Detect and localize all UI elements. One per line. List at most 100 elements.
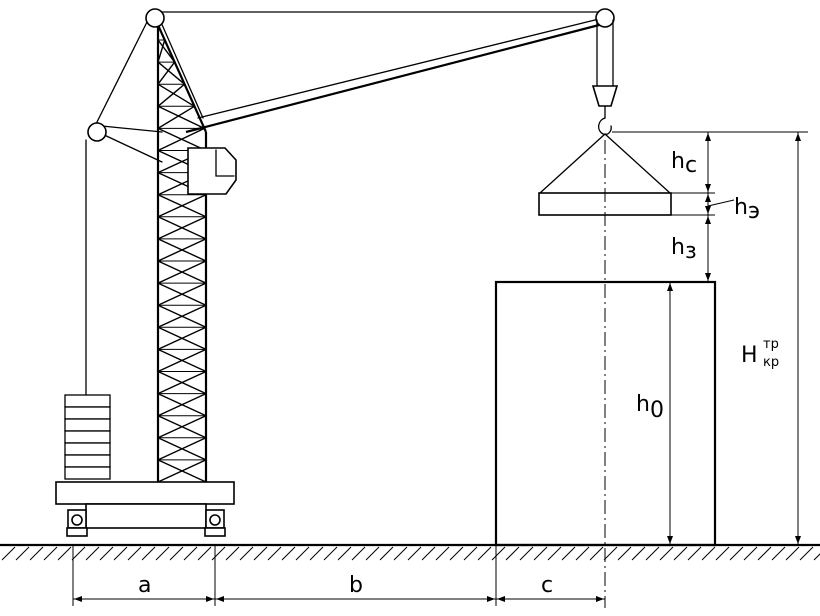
hatch-line (309, 546, 324, 561)
hatch-line (491, 546, 506, 561)
lattice-diagonal (157, 370, 207, 395)
label-hc-base: h (671, 149, 685, 174)
vertical-dimensions (612, 131, 808, 545)
hatch-line (799, 546, 814, 561)
counter-rope-link (99, 132, 163, 163)
lattice-diagonal (157, 238, 207, 262)
label-a: a (138, 573, 151, 598)
hatch-line (477, 546, 492, 561)
hook-assembly (591, 8, 619, 136)
arrowhead (667, 536, 673, 544)
arrowhead (705, 206, 711, 214)
hatch-line (687, 546, 702, 561)
wheel-left (71, 514, 83, 526)
lattice-diagonal (157, 83, 195, 107)
hatch-line (225, 546, 240, 561)
hatch-line (365, 546, 380, 561)
hatch-line (29, 546, 44, 561)
label-he-base: h (734, 195, 748, 220)
lattice-diagonal (157, 105, 205, 130)
hatch-line (253, 546, 268, 561)
hatch-line (197, 546, 212, 561)
label-hc-sub: c (685, 153, 697, 178)
hatch-line (631, 546, 646, 561)
hatch-line (505, 546, 520, 561)
hatch-line (435, 546, 450, 561)
counterweight-slab (64, 454, 111, 468)
hatch-line (785, 546, 800, 561)
arrowhead (705, 273, 711, 281)
jib-upper-chord (197, 17, 604, 119)
hatch-line (183, 546, 198, 561)
lattice-diagonal (157, 105, 195, 129)
hatch-line (43, 546, 58, 561)
lattice-diagonal (157, 415, 207, 439)
label-c: c (541, 573, 553, 598)
hatch-line (743, 546, 758, 561)
arrowhead (216, 596, 224, 602)
hatch-line (169, 546, 184, 561)
arrowhead (487, 596, 495, 602)
hatch-line (351, 546, 366, 561)
hatch-line (757, 546, 772, 561)
hatch-line (295, 546, 310, 561)
hatch-line (449, 546, 464, 561)
hatch-line (393, 546, 408, 561)
hatch-line (771, 546, 786, 561)
lattice-diagonal (157, 127, 205, 152)
horizontal-arrows (74, 596, 604, 602)
cab-body (187, 147, 237, 195)
hatch-line (379, 546, 394, 561)
hatch-line (519, 546, 534, 561)
hatch-line (463, 546, 478, 561)
lattice-diagonal (157, 260, 207, 284)
hatch-line (533, 546, 548, 561)
label-hz: hз (671, 235, 697, 264)
hatch-line (281, 546, 296, 561)
building (494, 280, 717, 547)
hook-block (591, 85, 619, 107)
hatch-line (1, 546, 16, 561)
arrowhead (705, 216, 711, 224)
operator-cab (187, 147, 237, 195)
tower-head-chord (156, 24, 208, 133)
label-h0-base: h (636, 392, 650, 417)
crane-platform (55, 481, 235, 505)
lattice-diagonal (157, 61, 176, 85)
hatch-line (155, 546, 170, 561)
horizontal-dimensions (72, 545, 605, 606)
arrowhead (705, 184, 711, 192)
label-h0: h0 (636, 392, 664, 423)
crane-base (55, 481, 235, 537)
counterweight-slab (64, 406, 111, 420)
label-h0-sub: 0 (650, 398, 664, 423)
hatch-line (141, 546, 156, 561)
hatch-line (113, 546, 128, 561)
sling-right (604, 133, 671, 194)
counter-pulley (87, 122, 107, 142)
arrowhead (596, 596, 604, 602)
counterweight-slab (64, 394, 111, 408)
dimension-arrows (667, 133, 801, 544)
hatch-line (729, 546, 744, 561)
hatch-line (239, 546, 254, 561)
lattice-diagonal (157, 61, 186, 85)
hatch-line (575, 546, 590, 561)
jib-stay (159, 19, 204, 119)
jib-end-pulley (595, 8, 615, 28)
ground-hatching (1, 546, 820, 561)
rail-support-right (204, 527, 226, 537)
hatch-line (673, 546, 688, 561)
jib-lower-chord (185, 22, 604, 134)
hatch-line (561, 546, 576, 561)
lattice-diagonal (157, 39, 166, 63)
hatch-line (617, 546, 632, 561)
wheel-right (209, 514, 221, 526)
label-b: b (349, 573, 363, 598)
label-Hkr-sub: кр (763, 355, 779, 370)
tower-lattice (157, 39, 207, 483)
tower-top-pulley (145, 8, 165, 28)
label-hz-sub: з (685, 239, 697, 264)
